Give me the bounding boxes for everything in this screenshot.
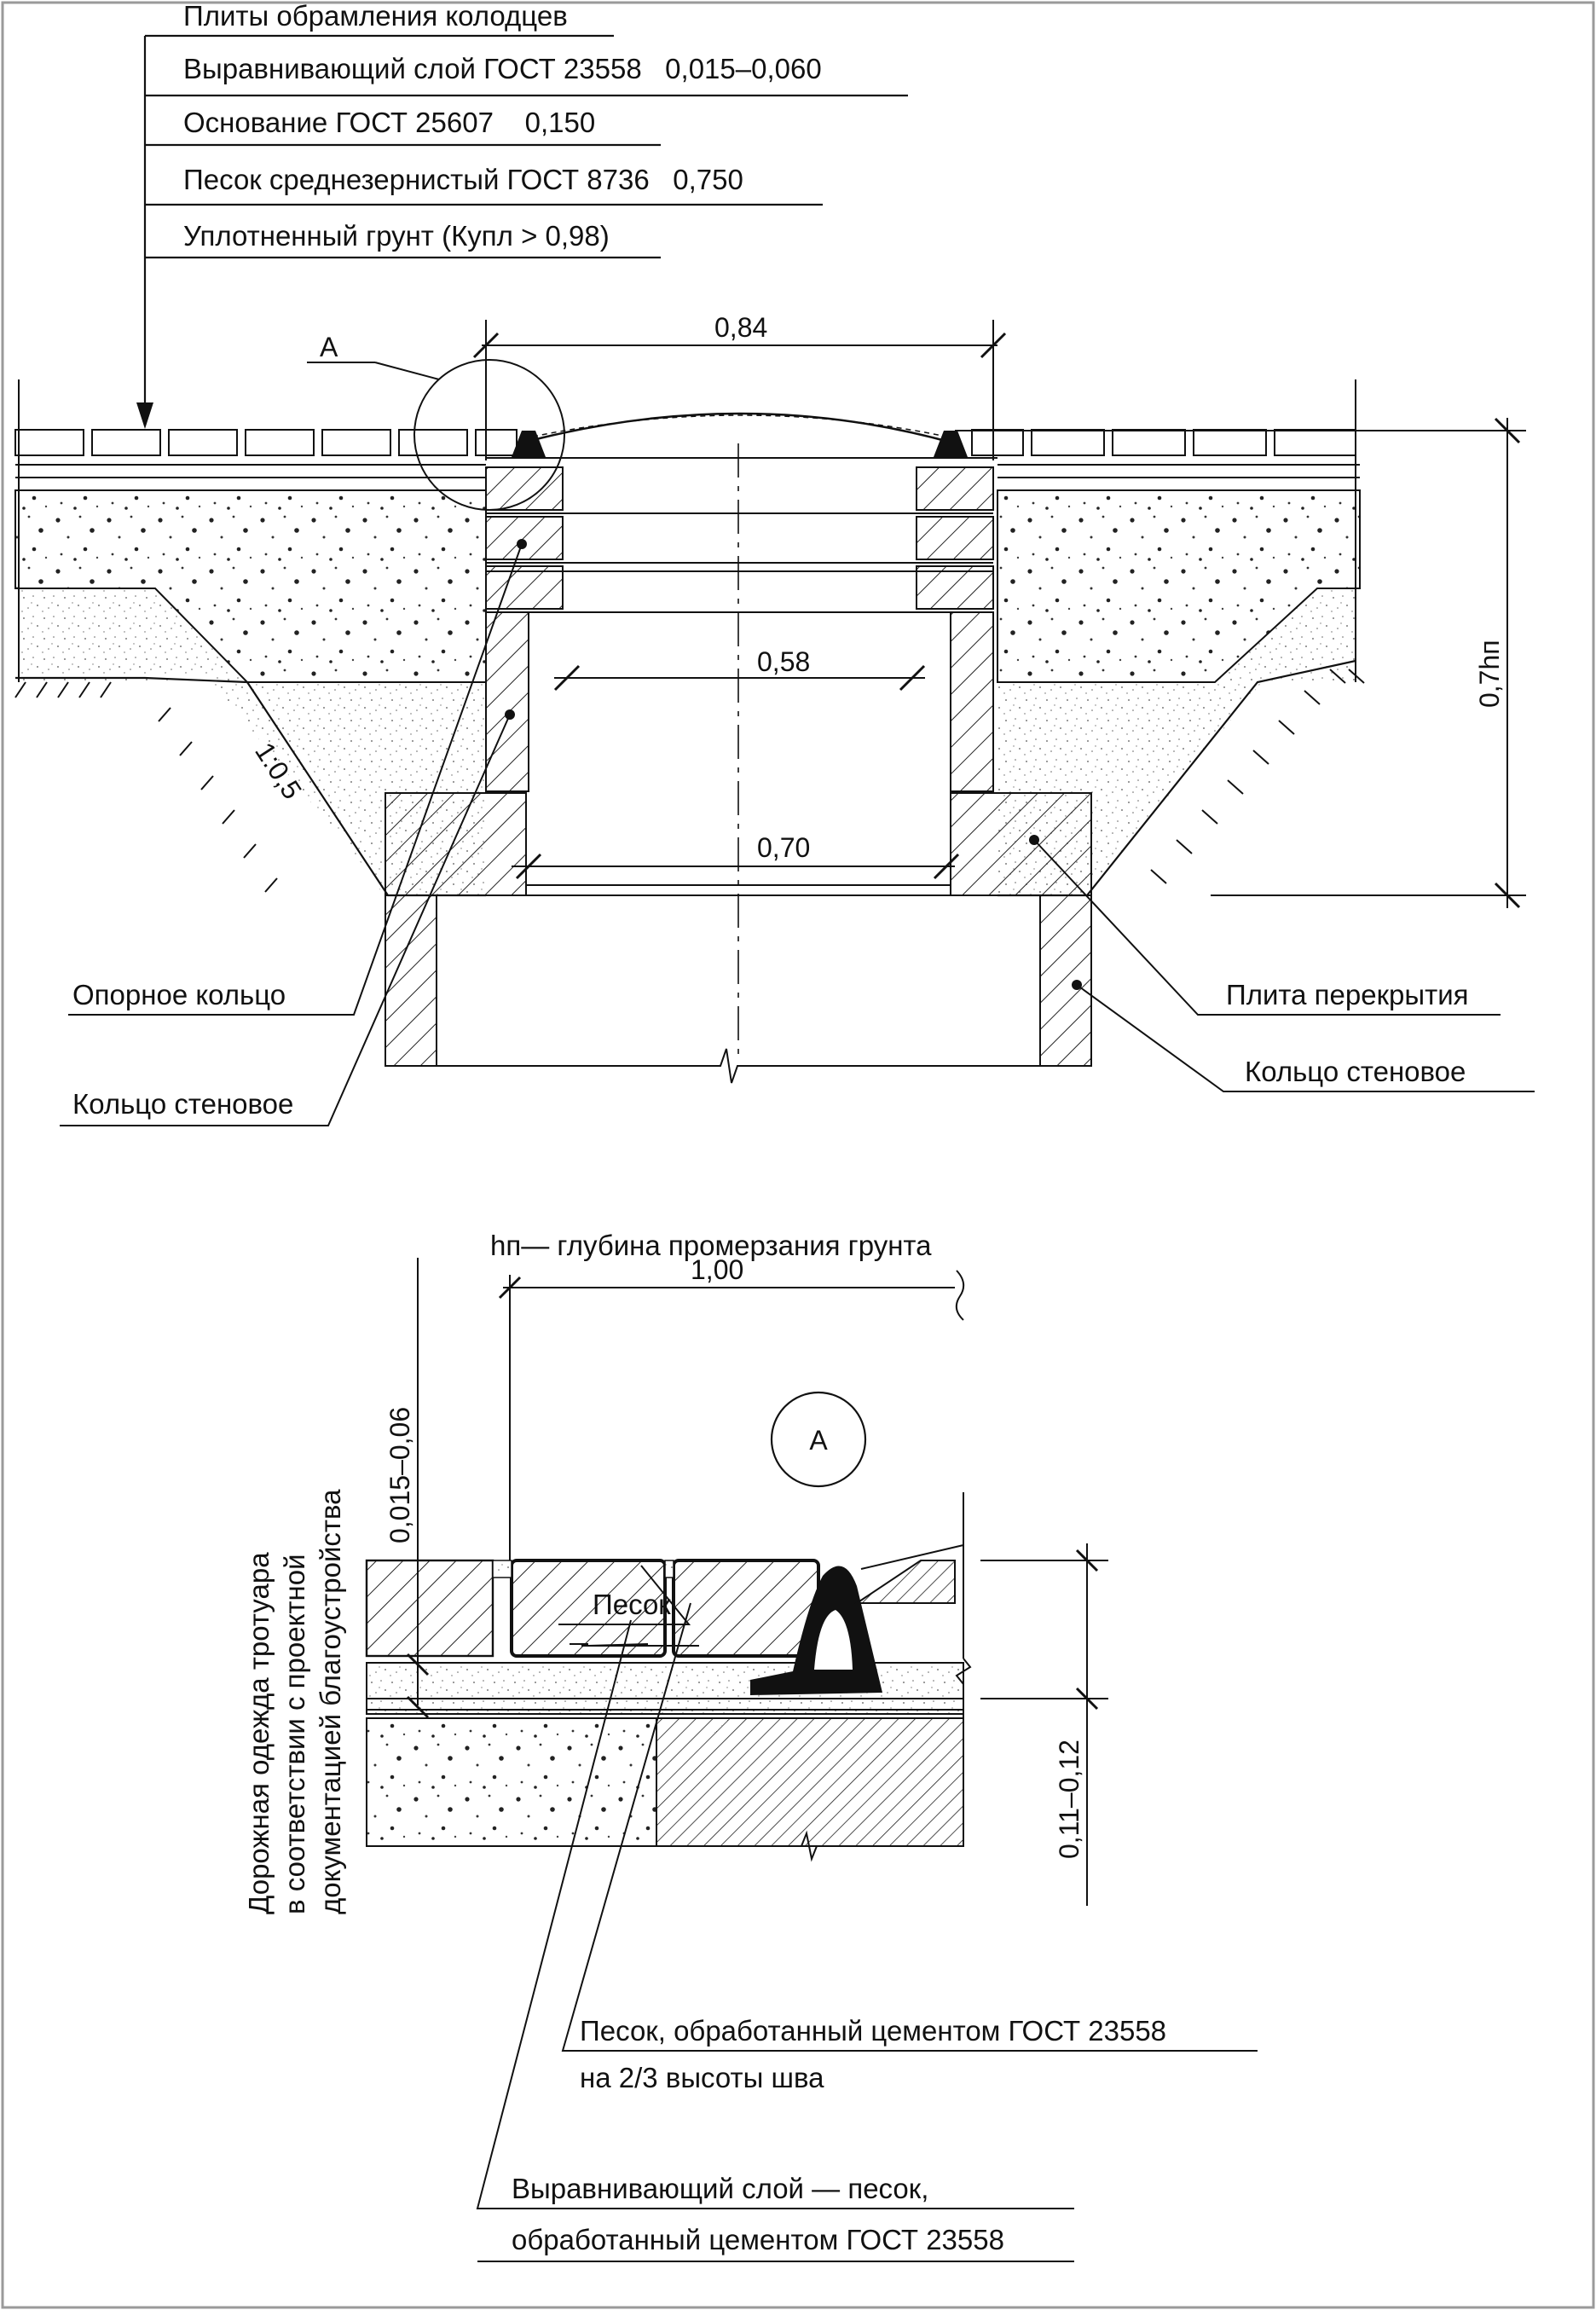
detail-a-marker-label: А [809,1425,828,1456]
label-support-ring: Опорное кольцо [72,979,286,1010]
manhole-section: А 0,84 0,58 0,70 [14,312,1535,1126]
detail-a: 1,00 0,015–0,06 0,11–0,12 [365,1254,1108,1906]
frame-left [512,431,546,457]
dim-cover-slab: 0,70 [757,832,810,863]
cover-lid [519,412,956,445]
label-wall-ring-left: Кольцо стеновое [72,1088,293,1120]
dim-top: 0,84 [714,312,767,343]
detail-a-ref: А [320,332,338,362]
detail-support-ring [656,1717,964,1847]
support-ring-left [485,466,564,610]
detail-tile-2 [510,1559,667,1658]
detail-base-concrete [366,1717,657,1847]
dim-inner-neck: 0,58 [757,646,810,677]
neck-wall-right [950,611,994,792]
vertical-note-line-3: документацией благоустройства [315,1489,346,1914]
detail-dim-leveling: 0,015–0,06 [385,1407,415,1543]
detail-dim-height: 0,11–0,12 [1054,1740,1084,1859]
detail-label-sand: Песок [593,1589,671,1620]
label-wall-ring-right: Кольцо стеновое [1245,1056,1466,1087]
layers-callout [136,34,908,429]
detail-a-circle [413,359,565,511]
note-cement-sand-1: Песок, обработанный цементом ГОСТ 23558 [580,2015,1166,2047]
concrete-base-right [997,489,1361,683]
vertical-note-line-2: в соответствии с проектной [279,1554,310,1914]
layer-row-base: Основание ГОСТ 25607 0,150 [183,107,595,138]
paving-right [971,429,1356,456]
note-leveling-2: обработанный цементом ГОСТ 23558 [512,2224,1004,2255]
layer-row-sand: Песок среднезернистый ГОСТ 8736 0,750 [183,164,743,195]
vertical-note-line-1: Дорожная одежда тротуара [243,1552,275,1914]
detail-a-marker [770,1391,867,1488]
dim-depth: 0,7hп [1474,640,1505,708]
support-ring-right [916,466,994,610]
label-cover-slab: Плита перекрытия [1226,979,1469,1010]
neck-wall-left [485,611,529,792]
layer-row-leveling: Выравнивающий слой ГОСТ 23558 0,015–0,06… [183,53,822,84]
detail-vertical-note: Дорожная одежда тротуара в соответствии … [243,1489,346,1914]
detail-tile-3 [672,1559,820,1658]
wall-ring-left [385,894,437,1067]
paving-left [14,429,518,456]
detail-tile-1 [365,1559,494,1658]
detail-dim-width: 1,00 [691,1254,743,1285]
note-cement-sand-2: на 2/3 высоты шва [580,2062,824,2093]
wall-ring-right [1039,894,1092,1067]
layers-title: Плиты обрамления колодцев [183,0,568,32]
cover-slab-right [950,792,1092,896]
cover-slab-left [385,792,527,896]
note-leveling-1: Выравнивающий слой — песок, [512,2173,928,2204]
layer-row-soil: Уплотненный грунт (Купл > 0,98) [183,220,610,252]
frame-right [934,431,968,457]
detail-label-leaders [476,1565,1258,2209]
legend-note: hп— глубина промерзания грунта [490,1230,932,1261]
detail-leaders [570,1643,699,1647]
